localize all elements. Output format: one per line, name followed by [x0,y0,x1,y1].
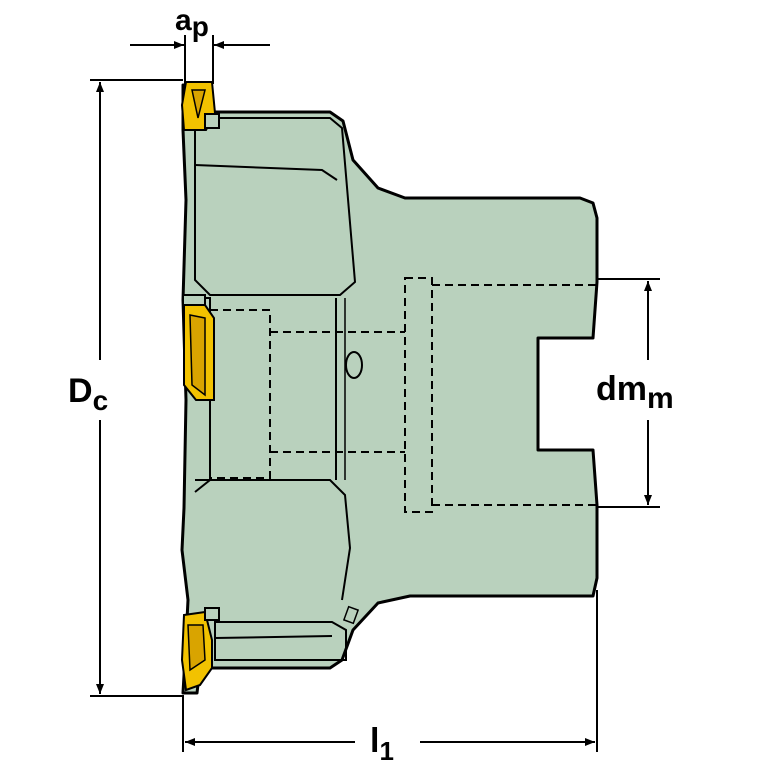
middle-flute [195,479,352,601]
hidden-bore-right [432,284,597,506]
hidden-bore-large [404,277,433,513]
dimension-ap: ap [130,4,270,84]
ap-label: ap [175,4,209,42]
lower-flute-line [214,635,333,639]
dc-label: Dc [68,372,108,416]
insert-bottom [180,607,220,692]
dimension-l1: l1 [182,590,598,766]
hidden-bore-mid [270,331,405,453]
hidden-inner-bore [210,309,271,479]
coolant-hole [345,351,363,379]
cutter-body [180,83,599,695]
upper-flute [194,117,357,296]
insert-middle [182,294,215,401]
dimension-dc: Dc [68,79,183,697]
l1-label: l1 [370,722,394,766]
lower-flute [214,621,347,661]
hidden-lines [210,277,597,513]
body-outline [180,83,599,695]
upper-flute-line [194,164,338,181]
dmm-label: dmm [596,370,674,415]
marking [342,605,360,625]
dimension-dmm: dmm [596,278,674,508]
insert-top [180,81,220,131]
